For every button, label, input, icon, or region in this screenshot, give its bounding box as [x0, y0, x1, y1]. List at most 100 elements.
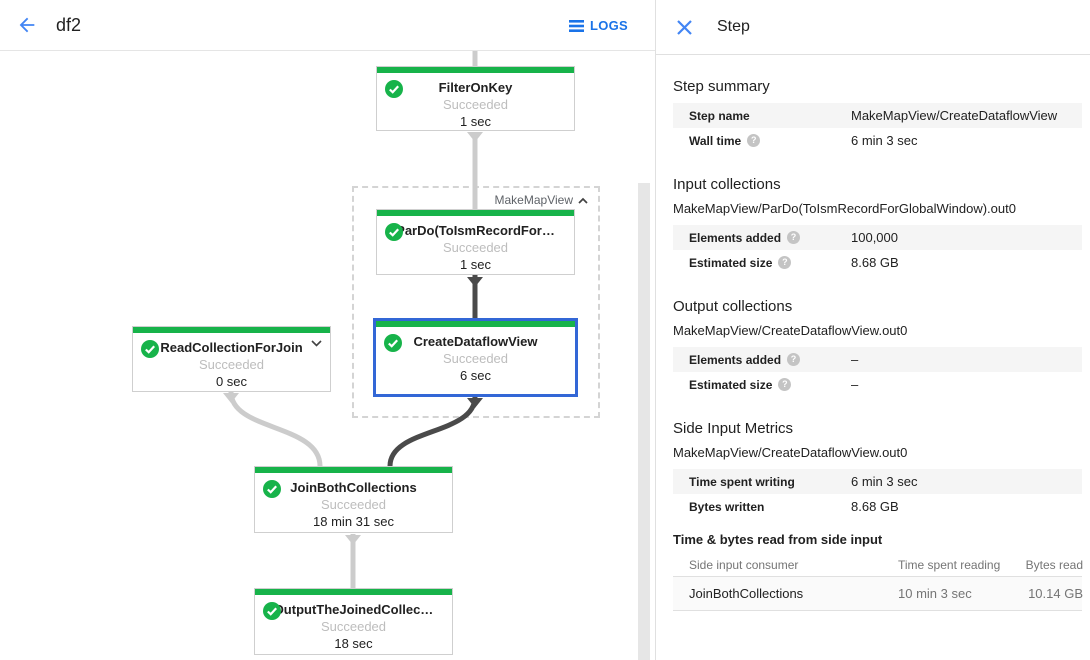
table-row[interactable]: JoinBothCollections 10 min 3 sec 10.14 G… [673, 577, 1083, 611]
metric-row-elements-added: Elements added ? – [673, 347, 1082, 372]
metric-row-step-name: Step name MakeMapView/CreateDataflowView [673, 103, 1082, 128]
section-heading-output-collections: Output collections [673, 298, 793, 315]
node-status-bar [376, 321, 575, 327]
node-status-bar [255, 467, 452, 473]
arrowhead [467, 398, 483, 408]
node-title: JoinBothCollections [290, 480, 417, 495]
graph-node-outputthejoined[interactable]: OutputTheJoinedCollec… Succeeded 18 sec [254, 588, 453, 655]
help-icon[interactable]: ? [787, 353, 801, 366]
help-icon[interactable]: ? [787, 231, 801, 244]
success-check-icon [384, 334, 402, 352]
cell-bytes-read: 10.14 GB [1028, 586, 1083, 601]
metric-value: 8.68 GB [851, 499, 899, 514]
node-duration: 0 sec [215, 374, 248, 389]
metric-label-text: Step name [689, 108, 750, 123]
side-input-metrics-rows: Time spent writing 6 min 3 sec Bytes wri… [673, 469, 1082, 519]
node-title: OutputTheJoinedCollec… [273, 602, 434, 617]
node-status-bar [255, 589, 452, 595]
panel-header: Step [656, 0, 1090, 55]
back-button[interactable] [14, 12, 40, 38]
success-check-icon [263, 602, 281, 620]
node-title: ReadCollectionForJoin [160, 340, 303, 355]
metric-row-time-spent-writing: Time spent writing 6 min 3 sec [673, 469, 1082, 494]
graph-edges [223, 51, 483, 588]
node-status: Succeeded [442, 351, 509, 366]
graph-scrollbar-track [637, 51, 651, 660]
metric-label: Elements added ? [673, 231, 851, 245]
help-icon[interactable]: ? [778, 378, 792, 391]
arrowhead [467, 277, 483, 287]
metric-row-elements-added: Elements added ? 100,000 [673, 225, 1082, 250]
node-duration: 6 sec [459, 368, 492, 383]
graph-node-readcollectionforjoin[interactable]: ReadCollectionForJoin Succeeded 0 sec [132, 326, 331, 392]
metric-label: Bytes written [673, 500, 851, 514]
metric-value: 6 min 3 sec [851, 474, 918, 489]
metric-value: – [851, 377, 859, 392]
side-input-table-heading: Time & bytes read from side input [673, 532, 883, 547]
cell-consumer: JoinBothCollections [689, 586, 804, 601]
back-arrow-icon [19, 17, 35, 33]
metric-label: Elements added ? [673, 353, 851, 367]
graph-node-createdataflowview[interactable]: CreateDataflowView Succeeded 6 sec [373, 318, 578, 397]
metric-value: MakeMapView/CreateDataflowView [851, 108, 1058, 123]
metric-label-text: Estimated size [689, 377, 773, 392]
column-header-time-reading: Time spent reading [898, 558, 1001, 572]
node-status: Succeeded [320, 497, 387, 512]
chevron-up-icon [578, 197, 588, 204]
table-header-row: Side input consumer Time spent reading B… [673, 554, 1083, 577]
success-check-icon [263, 480, 281, 498]
section-heading-step-summary: Step summary [673, 78, 770, 95]
step-summary-rows: Step name MakeMapView/CreateDataflowView… [673, 103, 1082, 153]
graph-node-filteronkey[interactable]: FilterOnKey Succeeded 1 sec [376, 66, 575, 131]
node-status: Succeeded [442, 97, 509, 112]
metric-label: Step name [673, 109, 851, 123]
job-header: df2 LOGS [0, 0, 655, 51]
metric-label-text: Elements added [689, 230, 782, 245]
metric-label: Wall time ? [673, 134, 851, 148]
input-collection-name: MakeMapView/ParDo(ToIsmRecordForGlobalWi… [673, 201, 1016, 216]
side-input-collection-name: MakeMapView/CreateDataflowView.out0 [673, 445, 908, 460]
logs-icon [568, 19, 584, 32]
help-icon[interactable]: ? [747, 134, 761, 147]
metric-label: Estimated size ? [673, 378, 851, 392]
metric-row-bytes-written: Bytes written 8.68 GB [673, 494, 1082, 519]
node-status: Succeeded [320, 619, 387, 634]
input-collections-rows: Elements added ? 100,000 Estimated size … [673, 225, 1082, 275]
node-duration: 18 sec [334, 636, 373, 651]
column-header-bytes-read: Bytes read [1025, 558, 1083, 572]
cell-time-reading: 10 min 3 sec [898, 586, 972, 601]
graph-node-joinbothcollections[interactable]: JoinBothCollections Succeeded 18 min 31 … [254, 466, 453, 533]
close-icon [676, 19, 692, 35]
help-icon[interactable]: ? [778, 256, 792, 269]
metric-row-estimated-size: Estimated size ? – [673, 372, 1082, 397]
graph-scrollbar-thumb[interactable] [638, 183, 650, 660]
node-duration: 1 sec [459, 114, 492, 129]
logs-button[interactable]: LOGS [568, 0, 628, 51]
chevron-down-icon[interactable] [311, 340, 322, 347]
metric-label: Estimated size ? [673, 256, 851, 270]
metric-label-text: Wall time [689, 133, 742, 148]
node-status: Succeeded [198, 357, 265, 372]
metric-value: 8.68 GB [851, 255, 899, 270]
node-duration: 1 sec [459, 257, 492, 272]
panel-body: Step summary Step name MakeMapView/Creat… [656, 78, 1090, 611]
node-status: Succeeded [442, 240, 509, 255]
step-details-panel: Step Step summary Step name MakeMapView/… [655, 0, 1090, 660]
node-title: ParDo(ToIsmRecordFor… [396, 223, 555, 238]
group-toggle[interactable]: MakeMapView [495, 193, 588, 207]
close-panel-button[interactable] [673, 16, 695, 38]
graph-node-pardo-toismrecord[interactable]: ParDo(ToIsmRecordFor… Succeeded 1 sec [376, 209, 575, 275]
success-check-icon [385, 80, 403, 98]
arrowhead [345, 535, 361, 545]
edge-readcollection-joinboth [228, 391, 323, 467]
metric-label-text: Elements added [689, 352, 782, 367]
group-label: MakeMapView [494, 193, 573, 207]
metric-row-estimated-size: Estimated size ? 8.68 GB [673, 250, 1082, 275]
arrowhead [223, 393, 239, 403]
metric-value: – [851, 352, 859, 367]
output-collection-name: MakeMapView/CreateDataflowView.out0 [673, 323, 908, 338]
metric-label-text: Estimated size [689, 255, 773, 270]
node-title: FilterOnKey [438, 80, 513, 95]
arrowhead [467, 132, 483, 142]
